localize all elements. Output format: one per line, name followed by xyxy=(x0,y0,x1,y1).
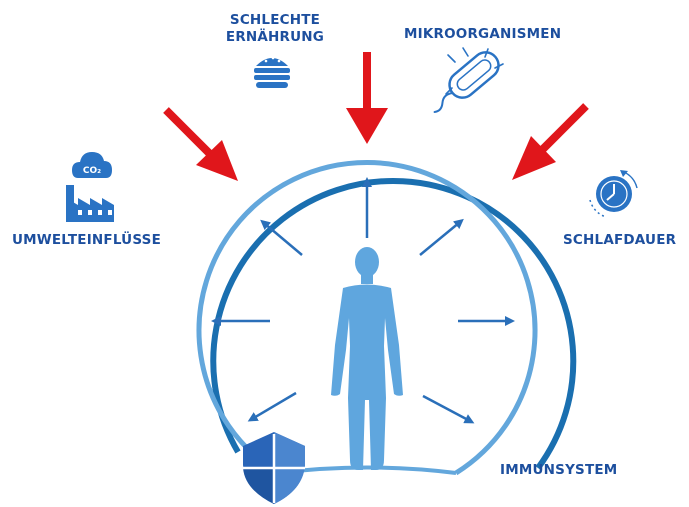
red-arrow-left xyxy=(163,107,238,181)
red-arrow-top xyxy=(346,52,388,144)
clock-icon xyxy=(589,170,638,218)
arrow-up-left xyxy=(260,219,303,256)
inner-barrier-arc xyxy=(196,160,538,476)
label-bad-nutrition-line1: SCHLECHTE xyxy=(229,12,321,28)
arrow-down-left xyxy=(247,391,297,422)
label-bad-nutrition: SCHLECHTE ERNÄHRUNG xyxy=(214,12,336,46)
outer-barrier-arc xyxy=(210,177,577,470)
label-sleep-duration: SCHLAFDAUER xyxy=(563,232,677,248)
co2-label: CO₂ xyxy=(83,166,101,176)
arrow-down-right xyxy=(422,394,475,424)
bacterium-icon xyxy=(433,47,504,114)
red-arrow-right xyxy=(512,103,589,180)
shield-icon xyxy=(243,432,305,504)
label-microorganisms: MIKROORGANISMEN xyxy=(404,26,562,42)
outward-arrows xyxy=(211,177,515,424)
factory-icon xyxy=(66,185,114,222)
label-environment: UMWELTEINFLÜSSE xyxy=(12,232,161,248)
burger-icon xyxy=(254,56,290,88)
human-silhouette-icon xyxy=(331,247,403,470)
arrow-up-right xyxy=(419,218,464,256)
label-bad-nutrition-line2: ERNÄHRUNG xyxy=(225,29,325,45)
label-immune-system: IMMUNSYSTEM xyxy=(500,462,618,478)
co2-cloud-icon: CO₂ xyxy=(72,152,112,178)
